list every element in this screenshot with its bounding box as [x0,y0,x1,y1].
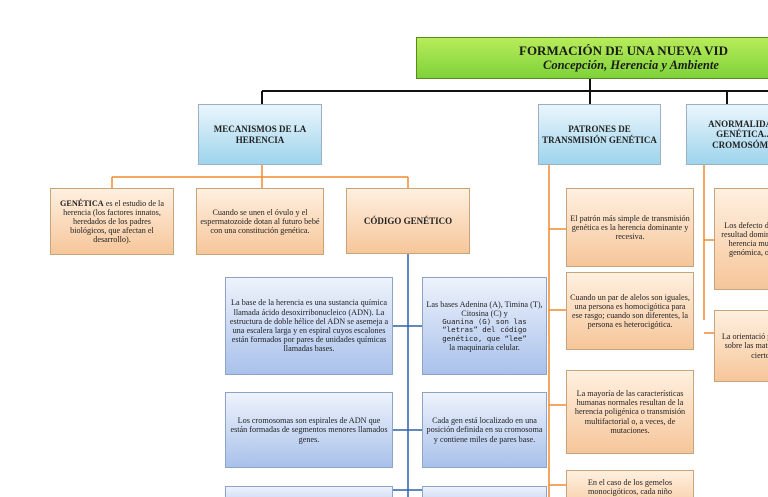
orientacion-text: La orientació proporcio sobre las matemá… [721,332,768,360]
bases-text-b: Guanina (G) son las “letras” del código … [442,317,527,343]
gemelos-text: En el caso de los gemelos monocigóticos,… [587,478,673,497]
poligenica-box: La mayoría de las características humana… [566,370,694,454]
header-mecanismos: MECANISMOS DE LA HERENCIA [198,104,322,165]
patron-simple-box: El patrón más simple de transmisión gené… [566,188,694,267]
header-anormalidades: ANORMALIDA... GENÉTICA... CROMOSÓM... [686,104,768,165]
header-codigo-genetico: CÓDIGO GENÉTICO [346,188,470,254]
genetica-definition: es el estudio de la herencia (los factor… [63,198,164,245]
title-main: FORMACIÓN DE UNA NUEVA VID [519,42,728,58]
alelos-box: Cuando un par de alelos son iguales, una… [566,272,694,350]
defectos-text: Los defecto de nacimi resultad dominante… [721,220,768,258]
ovulo-box: Cuando se unen el óvulo y el espermatozo… [196,188,324,255]
bases-text-a: Las bases Adenina (A), Timina (T), Citos… [426,299,543,318]
title-subtitle: Concepción, Herencia y Ambiente [543,58,719,73]
partial-right-box [422,486,547,497]
gemelos-box: En el caso de los gemelos monocigóticos,… [566,470,694,497]
title-box: FORMACIÓN DE UNA NUEVA VID Concepción, H… [416,37,768,79]
adn-box: La base de la herencia es una sustancia … [225,277,393,375]
genetica-term: GENÉTICA [60,198,104,208]
genetica-box: GENÉTICA es el estudio de la herencia (l… [50,188,174,255]
header-patrones: PATRONES DE TRANSMISIÓN GENÉTICA [538,104,661,165]
cromosomas-box: Los cromosomas son espirales de ADN que … [225,392,393,468]
orientacion-box: La orientació proporcio sobre las matemá… [714,310,768,382]
bases-box: Las bases Adenina (A), Timina (T), Citos… [422,277,547,375]
defectos-box: Los defecto de nacimi resultad dominante… [714,188,768,290]
bases-text-c: la maquinaria celular. [449,343,520,353]
gen-box: Cada gen está localizado en una posición… [422,392,547,468]
partial-left-box [225,486,393,497]
